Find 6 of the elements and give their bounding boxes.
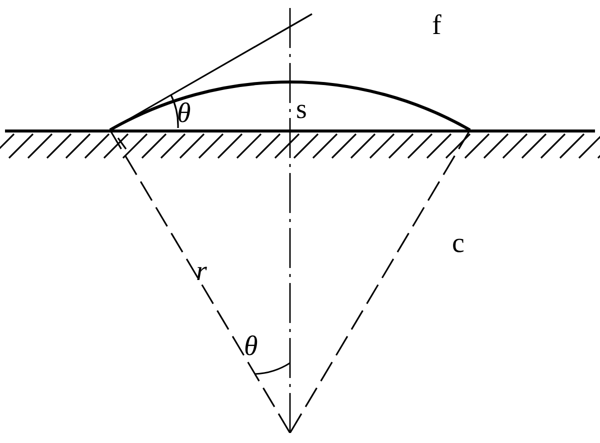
region-label: s xyxy=(296,96,307,124)
angle-label: θ xyxy=(244,333,258,361)
radius-label: r xyxy=(196,258,207,286)
angle-label: θ xyxy=(177,100,191,128)
region-label: f xyxy=(432,12,442,40)
curve-label: c xyxy=(452,230,464,258)
